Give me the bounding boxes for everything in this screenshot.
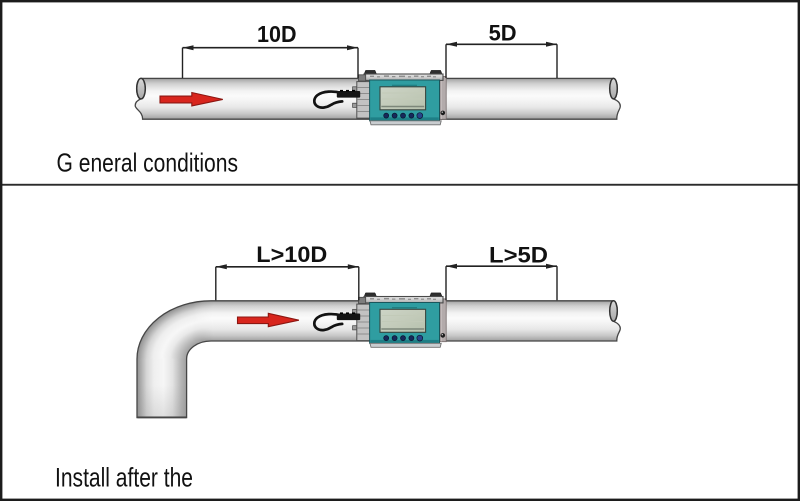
svg-text:L>10D: L>10D [256, 242, 327, 267]
svg-text:5D: 5D [489, 21, 517, 46]
svg-text:G eneral conditions: G eneral conditions [57, 148, 239, 178]
svg-text:10D: 10D [257, 21, 297, 47]
svg-text:L>5D: L>5D [489, 242, 548, 267]
svg-text:Install after the: Install after the [55, 463, 193, 493]
